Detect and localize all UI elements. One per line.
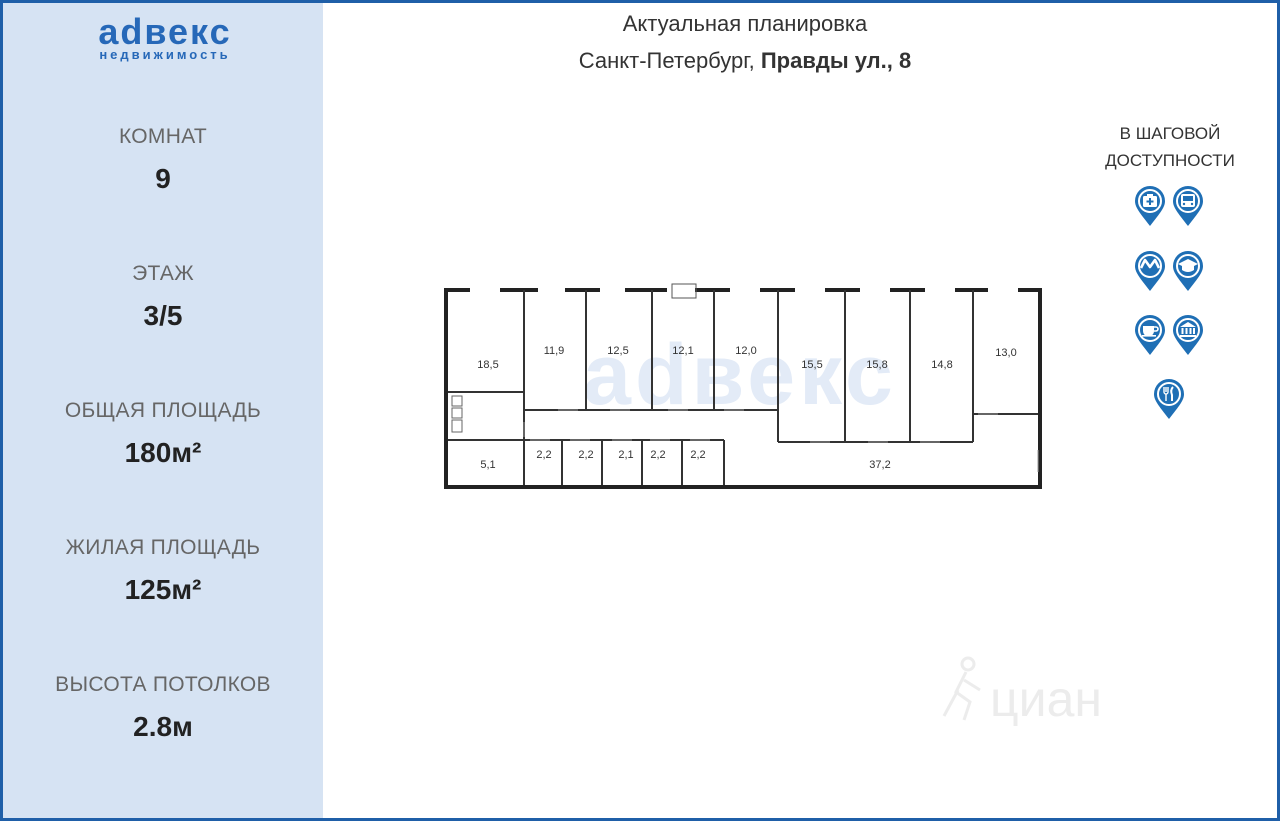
stat-value: 125м²: [124, 574, 202, 605]
room-area: 12,0: [735, 345, 756, 357]
room-area: 2,2: [578, 449, 593, 461]
balcony: [671, 283, 697, 299]
bus-icon: [1173, 186, 1203, 226]
stat-label: ОБЩАЯ ПЛОЩАДЬ: [64, 399, 262, 422]
room-area: 2,2: [536, 449, 551, 461]
kitchen-fixtures: [451, 395, 463, 433]
stat-ceiling-height: ВЫСОТА ПОТОЛКОВ 2.8м: [3, 673, 323, 743]
walk-distance-title: В ШАГОВОЙ ДОСТУПНОСТИ: [1105, 124, 1235, 170]
stat-value: 180м²: [124, 437, 202, 468]
page-title: Актуальная планировка: [622, 11, 868, 36]
door-marks: [523, 409, 1039, 472]
stat-living-area: ЖИЛАЯ ПЛОЩАДЬ 125м²: [3, 536, 323, 606]
stat-floor: ЭТАЖ 3/5: [3, 262, 323, 332]
room-area: 5,1: [480, 459, 495, 471]
education-icon: [1173, 251, 1203, 291]
medical-icon: [1135, 186, 1165, 226]
room-area: 13,0: [995, 347, 1016, 359]
room-area: 12,5: [607, 345, 628, 357]
stat-value: 3/5: [143, 300, 183, 331]
room-area: 15,8: [866, 359, 887, 371]
room-area: 18,5: [477, 359, 498, 371]
stat-total-area: ОБЩАЯ ПЛОЩАДЬ 180м²: [3, 399, 323, 469]
address: Санкт-Петербург, Правды ул., 8: [460, 48, 1030, 74]
cafe-icon: [1135, 315, 1165, 355]
room-area: 12,1: [672, 345, 693, 357]
stat-label: КОМНАТ: [119, 125, 207, 148]
cian-watermark: циан: [942, 656, 1102, 727]
address-street: Правды ул., 8: [760, 48, 912, 73]
advecs-logo: аdвекс недвижимость: [65, 11, 265, 65]
address-city: Санкт-Петербург,: [578, 48, 761, 73]
sidebar: аdвекс недвижимость КОМНАТ 9 ЭТАЖ 3/5 ОБ…: [3, 3, 323, 818]
plan-watermark: аdвекс: [583, 327, 897, 423]
room-area: 14,8: [931, 359, 952, 371]
floor-plan-drawing: аdвекс: [444, 283, 1042, 489]
room-area: 37,2: [869, 459, 890, 471]
stat-label: ЭТАЖ: [132, 262, 194, 285]
stat-value: 9: [155, 163, 171, 194]
stat-rooms: КОМНАТ 9: [3, 125, 323, 195]
room-area: 11,9: [544, 345, 565, 357]
logo-brand: аdвекс: [98, 11, 232, 52]
museum-icon: [1173, 315, 1203, 355]
room-area: 2,1: [618, 449, 633, 461]
room-area: 2,2: [650, 449, 665, 461]
cian-text: циан: [990, 671, 1102, 727]
stat-label: ЖИЛАЯ ПЛОЩАДЬ: [65, 536, 261, 559]
stat-label: ВЫСОТА ПОТОЛКОВ: [55, 673, 271, 696]
logo-tagline: недвижимость: [99, 47, 231, 62]
restaurant-icon: [1154, 379, 1184, 419]
metro-icon: [1135, 251, 1165, 291]
stat-value: 2.8м: [133, 711, 193, 742]
floor-plan: аdвекс: [440, 282, 1050, 494]
cian-figure-icon: [942, 656, 981, 721]
room-area: 2,2: [690, 449, 705, 461]
room-area: 15,5: [801, 359, 822, 371]
